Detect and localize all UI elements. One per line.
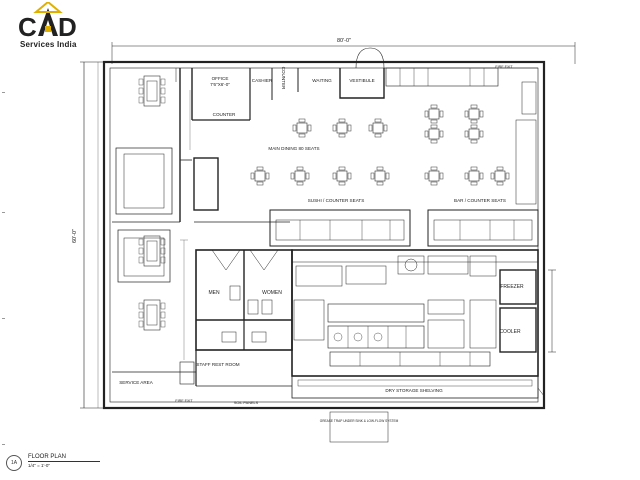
fire-exit-left-label: FIRE EXIT [175,399,193,403]
logo-text: Services India [20,40,77,49]
grease-trap-label: GREASE TRAP UNDER SINK & LOW-FLOW SYSTEM [320,419,399,423]
house-cad-logo-icon: C D [18,2,77,42]
bar-counter-label: BAR / COUNTER SEATS [454,198,506,203]
sushi-counter-label: SUSHI / COUNTER SEATS [308,198,365,203]
drawing-title: FLOOR PLAN [28,454,67,460]
left-booths [138,75,166,331]
counter-lower-label: COUNTER [213,112,236,117]
drawing-number: 1A [6,455,22,471]
office-label: OFFICE [212,76,229,81]
cashier-label: CASHIER [252,78,273,83]
waiting-label: WAITING [312,78,332,83]
office-dim-label: 7'6"X6'-0" [210,82,230,87]
men-label: MEN [208,290,220,296]
counter-label: COUNTER [281,67,286,90]
dining-tables [250,104,510,186]
fire-exit-top-label: FIRE EXIT [495,65,513,69]
overall-depth-label: 60'-0" [72,229,78,243]
dry-storage-label: DRY STORAGE SHELVING [385,388,443,393]
margin-tick [2,318,5,319]
main-dining-label: MAIN DINING 80 SEATS [268,146,319,151]
margin-tick [2,212,5,213]
women-label: WOMEN [262,290,282,296]
cooler-label: COOLER [499,329,521,335]
svg-text:D: D [58,12,77,42]
staff-room-label: STAFF REST ROOM [196,362,239,367]
title-underline [28,461,100,462]
drawing-scale: 1/4" = 1'-0" [28,463,50,468]
service-area-label: SERVICE AREA [119,380,154,385]
freezer-label: FREEZER [500,284,524,290]
svg-text:C: C [18,12,37,42]
margin-tick [2,444,5,445]
margin-tick [2,92,5,93]
soil-panels-label: SOIL PANELS [234,401,259,405]
overall-width-label: 80'-0" [337,38,351,44]
vestibule-label: VESTIBULE [349,78,374,83]
